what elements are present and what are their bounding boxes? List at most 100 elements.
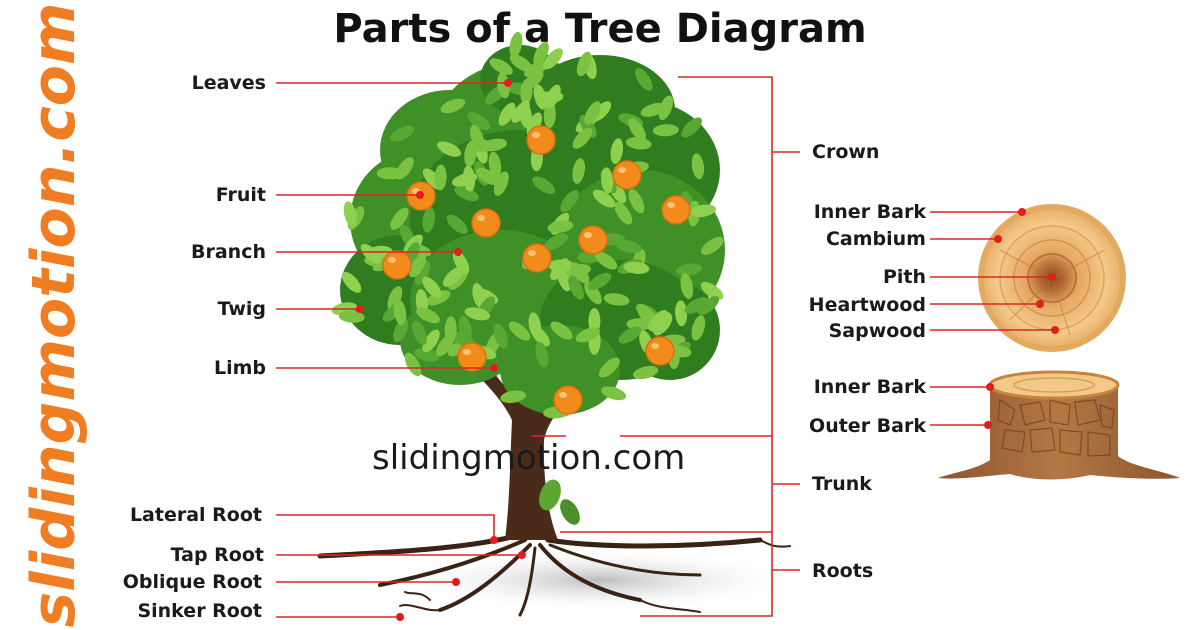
leaf <box>537 91 564 104</box>
leaf <box>550 321 573 340</box>
label-trunk: Trunk <box>812 473 872 495</box>
label-sapwood: Sapwood <box>828 320 926 342</box>
leaf <box>416 307 440 324</box>
leaf <box>635 68 653 91</box>
leaf <box>476 167 500 186</box>
tree-stump <box>938 370 1180 480</box>
leader-dot <box>356 305 364 313</box>
leaf <box>488 151 502 178</box>
ground-shadow <box>400 548 800 612</box>
leaf <box>628 118 646 141</box>
leaf <box>588 308 601 334</box>
leaf <box>603 293 630 306</box>
leaf <box>533 41 549 67</box>
leaf <box>458 315 472 342</box>
label-tap-root: Tap Root <box>170 544 264 566</box>
leaf <box>393 317 409 343</box>
leader-dot <box>1048 273 1056 281</box>
leader-dot <box>396 613 404 621</box>
fruit <box>471 208 501 238</box>
leaf <box>680 273 694 299</box>
leaf <box>653 314 673 336</box>
leaf <box>614 202 633 225</box>
leaf <box>544 233 568 251</box>
leader-lines <box>276 76 1059 621</box>
fruit-highlight <box>667 202 675 208</box>
label-leaves: Leaves <box>191 72 266 94</box>
leader-dot <box>986 383 994 391</box>
leader-dot <box>994 235 1002 243</box>
vertical-watermark: slidingmotion.com <box>19 2 89 628</box>
leaf <box>560 190 579 212</box>
fruit <box>612 160 642 190</box>
leaf <box>528 312 542 339</box>
leaf <box>500 390 526 403</box>
label-inner-bark-cross: Inner Bark <box>813 201 926 223</box>
leaf <box>472 283 486 309</box>
label-outer-bark: Outer Bark <box>809 415 926 437</box>
leaf <box>618 326 642 344</box>
leaf <box>548 259 575 272</box>
leaf <box>437 141 462 157</box>
leaf <box>498 102 516 126</box>
leaf <box>508 321 531 341</box>
leaf <box>690 204 717 218</box>
leader-line <box>560 531 773 617</box>
label-crown: Crown <box>812 141 880 163</box>
leader-line <box>276 514 495 540</box>
leader-line <box>620 76 773 437</box>
leaf <box>422 276 442 299</box>
label-pith: Pith <box>882 266 926 288</box>
crown-foliage <box>331 31 725 419</box>
leaf <box>454 185 479 202</box>
fruit <box>526 125 556 155</box>
leaf <box>652 124 679 137</box>
leaf <box>601 386 627 401</box>
leaf <box>623 261 650 274</box>
leader-dot <box>490 364 498 372</box>
leaf <box>610 138 624 164</box>
leaf <box>338 310 365 323</box>
leader-dot <box>416 191 424 199</box>
label-twig: Twig <box>217 298 266 320</box>
leaf <box>523 61 548 78</box>
diagram-title: Parts of a Tree Diagram <box>333 6 867 52</box>
leaf <box>422 206 435 233</box>
leaf <box>446 214 468 234</box>
leaf <box>594 251 618 270</box>
leaf <box>681 117 702 138</box>
leaf <box>493 171 509 196</box>
leaf <box>691 153 705 180</box>
fruit <box>382 250 412 280</box>
fruit-highlight <box>528 250 536 256</box>
leaf <box>628 189 645 214</box>
leaf <box>532 176 555 194</box>
fruit <box>661 195 691 225</box>
leaf <box>599 357 620 378</box>
leaf <box>452 250 470 275</box>
fruit-highlight <box>618 167 626 173</box>
leader-dot <box>1018 208 1026 216</box>
leaf <box>442 266 464 287</box>
leaf <box>701 236 724 255</box>
leaf <box>341 271 362 293</box>
leader-dot <box>504 79 512 87</box>
fruit-highlight <box>388 257 396 263</box>
leaf <box>684 297 708 314</box>
leaf <box>467 112 490 130</box>
leaf <box>463 165 476 192</box>
leaf <box>691 315 706 341</box>
leader-dot <box>518 551 526 559</box>
fruit-highlight <box>477 215 485 221</box>
label-heartwood: Heartwood <box>808 294 926 316</box>
leaf <box>633 365 659 380</box>
leaf <box>547 220 574 233</box>
fruit-highlight <box>463 349 471 355</box>
leaf <box>700 281 724 300</box>
leaf <box>493 323 508 349</box>
leaf <box>648 310 668 331</box>
leaf <box>584 101 601 125</box>
leaf <box>464 307 491 321</box>
leaf <box>413 348 440 362</box>
